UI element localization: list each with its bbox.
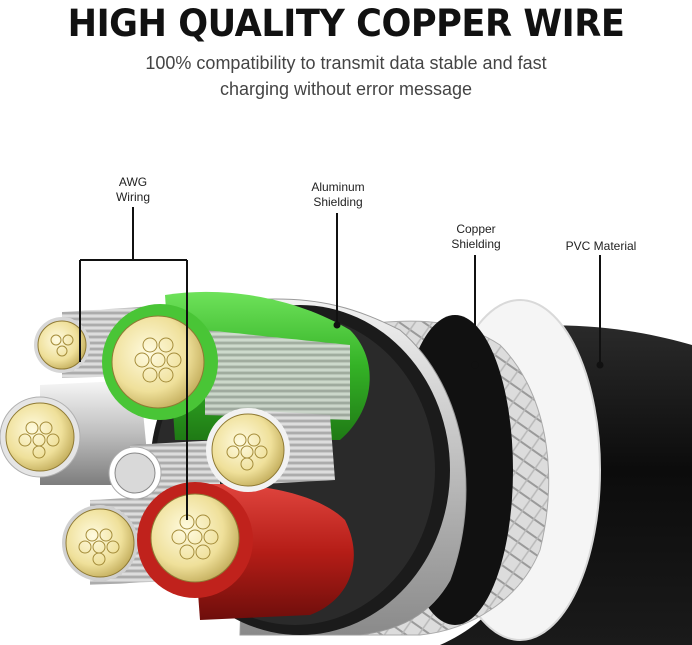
conductor-faces — [0, 304, 290, 598]
subtitle: 100% compatibility to transmit data stab… — [40, 50, 652, 102]
callout-dots — [333, 321, 604, 369]
copper-strand-dots — [18, 334, 268, 566]
callout-lines — [79, 207, 601, 520]
pvc-material-label: PVC Material — [565, 239, 637, 253]
page-title: HIGH QUALITY COPPER WIRE — [67, 2, 625, 45]
subtitle-line-1: 100% compatibility to transmit data stab… — [145, 53, 547, 73]
subtitle-line-2: charging without error message — [219, 79, 473, 99]
copper-shielding-label: Copper Shielding — [451, 222, 501, 251]
awg-wiring-label: AWG Wiring — [115, 175, 150, 204]
aluminum-shielding-label: Aluminum Shielding — [311, 180, 365, 209]
